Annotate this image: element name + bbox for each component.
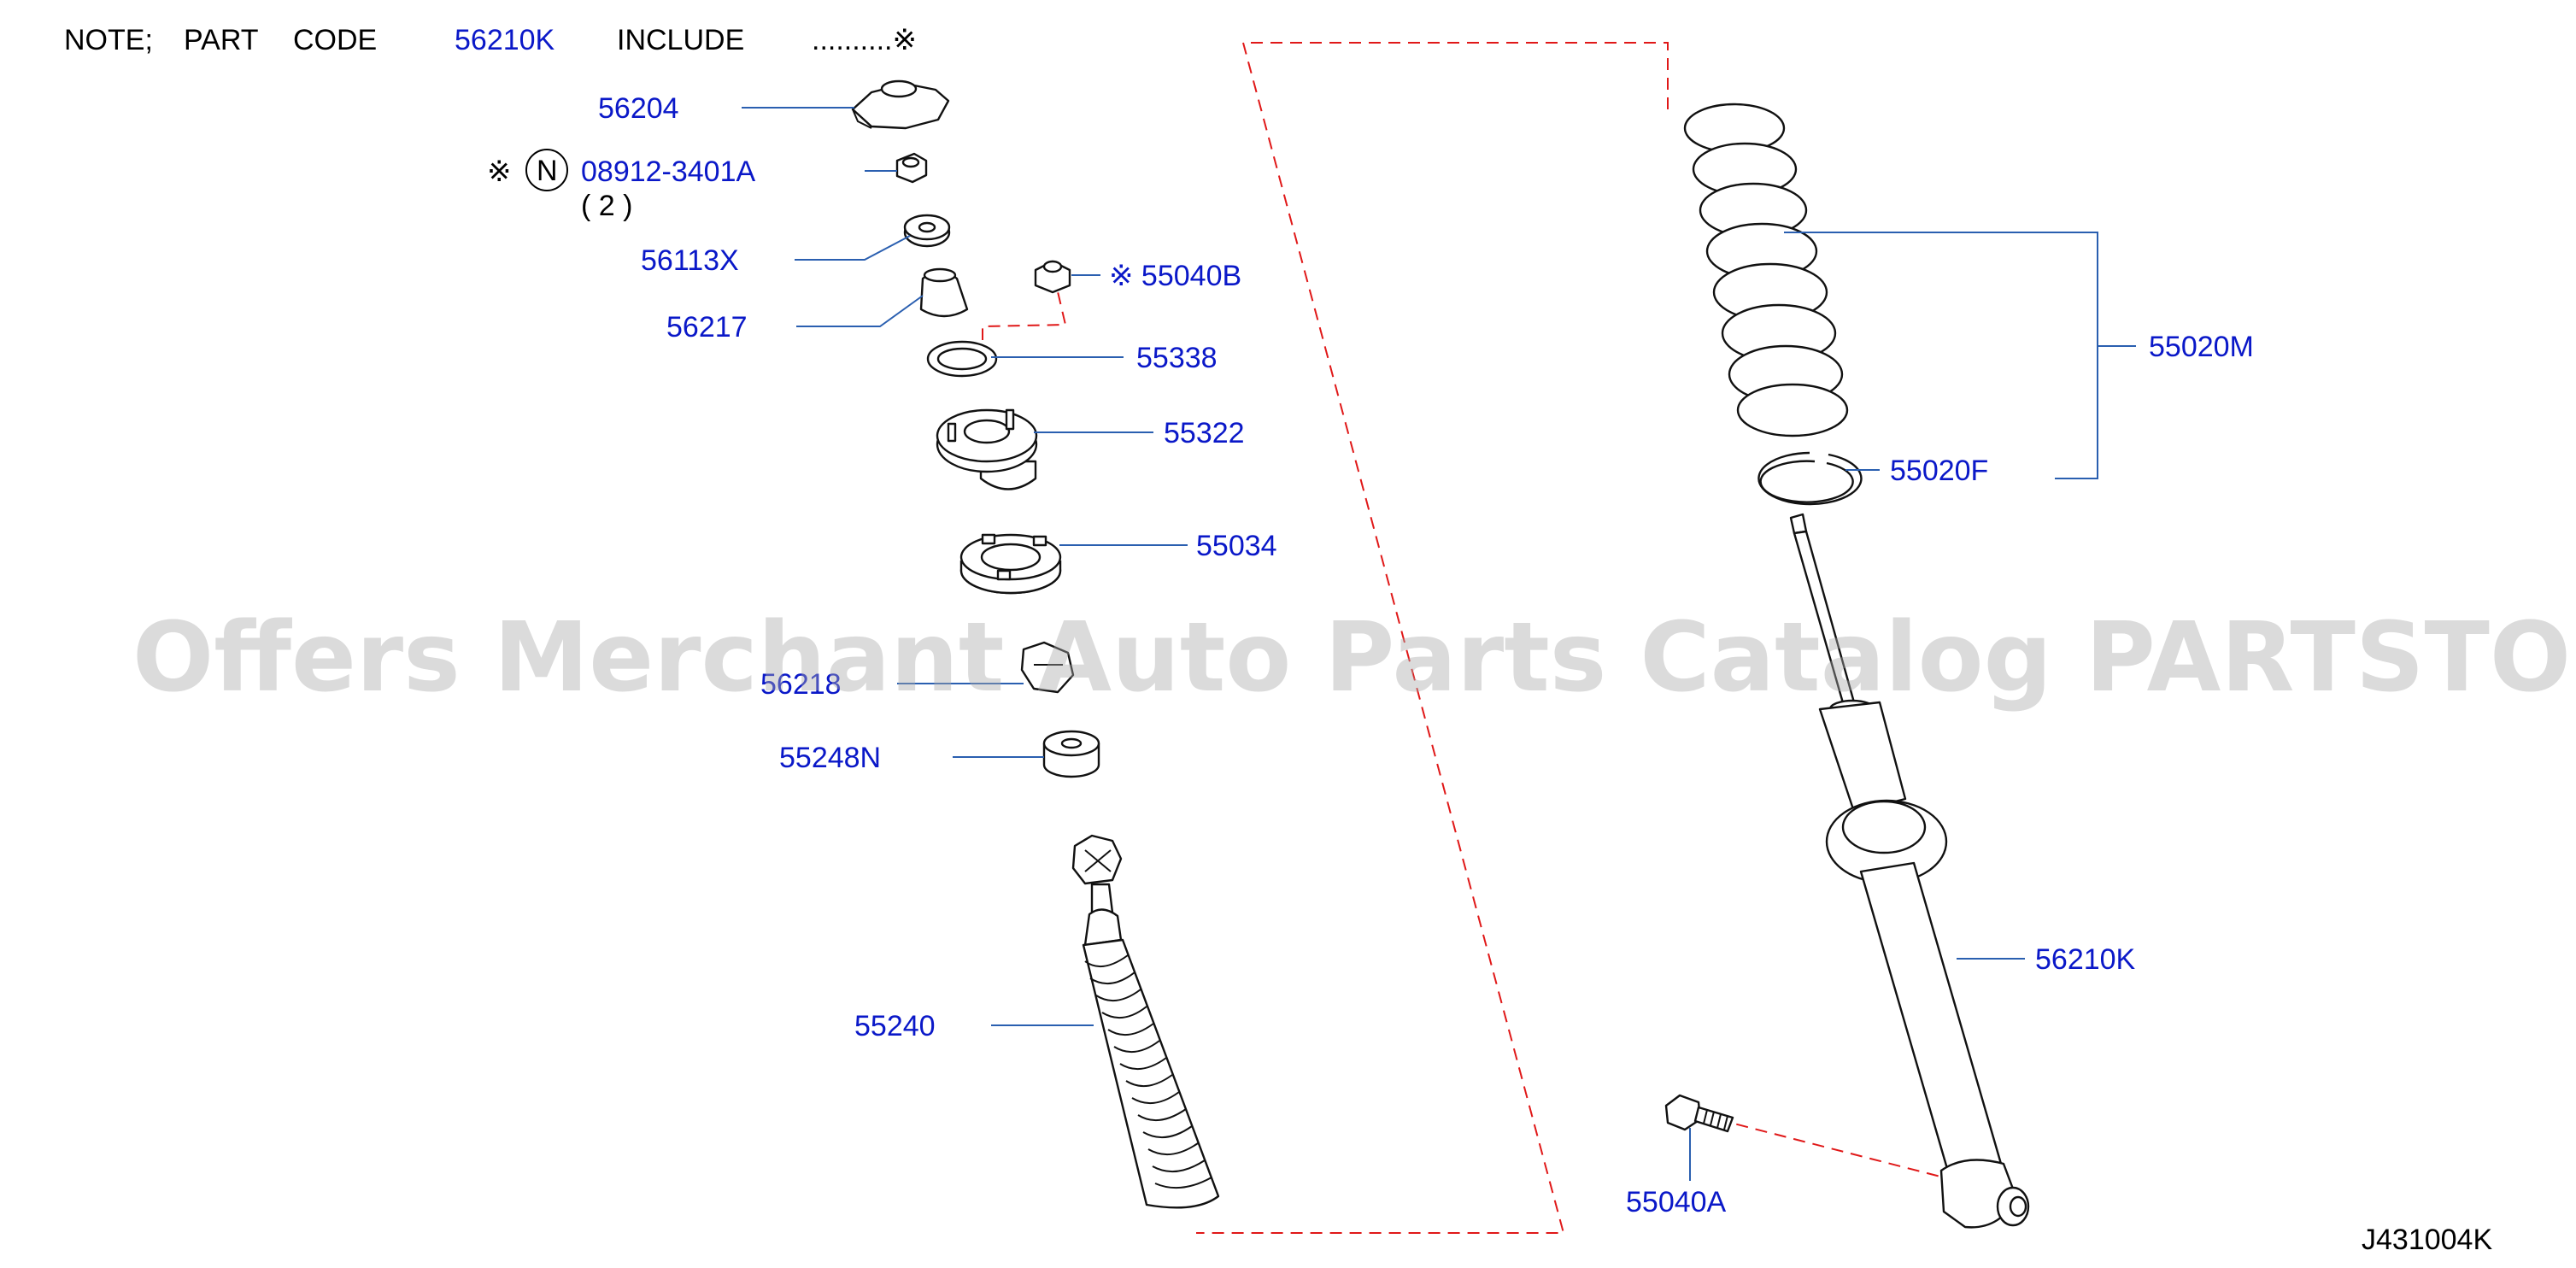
- bolt-dashed-link: [1716, 1118, 1945, 1178]
- note-prefix: NOTE;: [64, 24, 153, 56]
- label-55020M[interactable]: 55020M: [2149, 331, 2254, 363]
- nut-dashed-link: [982, 273, 1067, 340]
- dust-boot-55240-icon[interactable]: [1071, 834, 1220, 1209]
- bushing-55248n-icon[interactable]: [1042, 730, 1100, 778]
- rubber-56217-icon[interactable]: [919, 267, 969, 318]
- bolt-55040a-icon[interactable]: [1664, 1094, 1734, 1133]
- nut-08912-icon[interactable]: [895, 152, 928, 184]
- shock-absorber-56210k-icon[interactable]: [1789, 513, 2030, 1229]
- diagram-code: J431004K: [2362, 1224, 2492, 1256]
- label-56218[interactable]: 56218: [760, 668, 842, 701]
- label-55020F[interactable]: 55020F: [1890, 455, 1988, 487]
- bracket-56218-icon[interactable]: [1020, 641, 1075, 694]
- leader-55020m-bracket: [1784, 232, 2098, 479]
- circle-n: N: [537, 155, 558, 187]
- label-08912-3401A[interactable]: 08912-3401A: [581, 156, 756, 188]
- qty-08912: ( 2 ): [581, 190, 632, 222]
- label-55322[interactable]: 55322: [1164, 417, 1245, 449]
- label-55034[interactable]: 55034: [1196, 530, 1277, 562]
- label-55040A[interactable]: 55040A: [1626, 1186, 1727, 1218]
- new-part-circle-icon: [525, 149, 568, 191]
- spring-seat-55020f-icon[interactable]: [1757, 451, 1863, 506]
- watermark-text: Offers Merchant Auto Parts Catalog PARTS…: [132, 602, 2576, 713]
- label-56113X[interactable]: 56113X: [641, 244, 739, 277]
- label-55240[interactable]: 55240: [854, 1010, 936, 1042]
- assembly-dashed-outline: [1196, 42, 1669, 1234]
- nut-55040b-icon[interactable]: [1034, 260, 1071, 294]
- insulator-55034-icon[interactable]: [959, 533, 1062, 595]
- label-55040B[interactable]: ※ 55040B: [1109, 260, 1241, 292]
- note-line: NOTE; PART CODE 56210K INCLUDE .........…: [64, 24, 917, 56]
- label-55248N[interactable]: 55248N: [779, 742, 881, 774]
- label-55338[interactable]: 55338: [1136, 342, 1218, 374]
- note-code: CODE: [293, 24, 377, 56]
- note-ref-code[interactable]: 56210K: [455, 24, 555, 56]
- mount-55322-icon[interactable]: [936, 408, 1038, 490]
- leader-56217: [796, 295, 924, 327]
- washer-56113x-icon[interactable]: [903, 214, 951, 248]
- seal-55338-icon[interactable]: [926, 340, 998, 378]
- note-part: PART: [184, 24, 259, 56]
- mark-08912: ※: [487, 156, 512, 188]
- cap-56204-icon[interactable]: [851, 79, 950, 130]
- label-56204[interactable]: 56204: [598, 92, 679, 125]
- leader-56113x: [795, 235, 911, 261]
- label-56217[interactable]: 56217: [666, 311, 748, 343]
- note-include: INCLUDE: [617, 24, 744, 56]
- label-56210K[interactable]: 56210K: [2035, 943, 2136, 976]
- coil-spring-55020m-icon[interactable]: [1683, 103, 1849, 437]
- note-mark: ..........※: [812, 24, 917, 56]
